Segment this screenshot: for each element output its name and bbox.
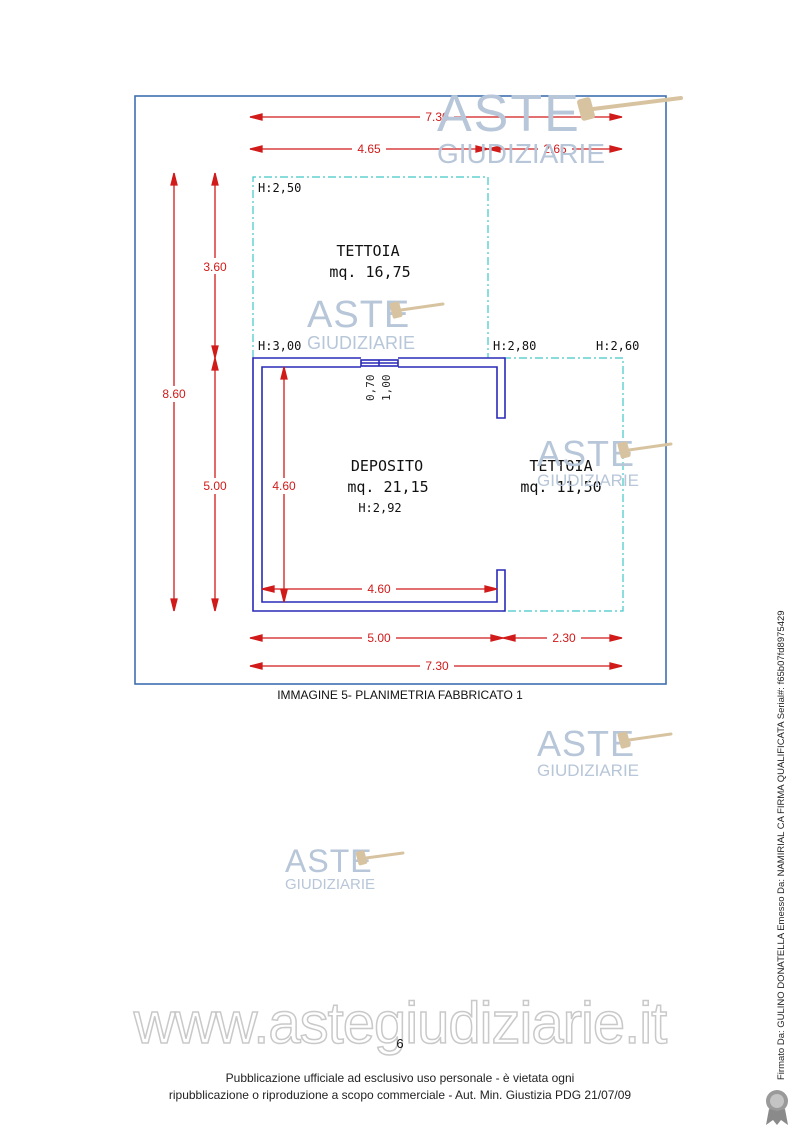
dim-bottom-left: 5.00 — [367, 631, 391, 645]
room-deposito-height: H:2,92 — [358, 501, 401, 515]
page-number: 6 — [396, 1036, 404, 1051]
dim-top-total: 7.30 — [425, 110, 449, 124]
tettoia-right-outline — [503, 357, 624, 612]
room-deposito-name: DEPOSITO — [351, 457, 423, 475]
gavel-icon — [389, 301, 445, 319]
watermark-logo: ASTE GIUDIZIARIE — [537, 436, 673, 489]
dim-top-right: 2.65 — [543, 142, 567, 156]
footer-notice: Pubblicazione ufficiale ad esclusivo uso… — [0, 1070, 800, 1104]
height-label-4: H:2,60 — [596, 339, 639, 353]
watermark-logo: ASTE GIUDIZIARIE — [537, 726, 673, 779]
floor-plan: 7.30 4.65 2.65 3.60 8.60 5.00 4.60 4.60 … — [134, 95, 667, 685]
gavel-icon — [617, 441, 673, 459]
dim-upper-height: 3.60 — [203, 260, 227, 274]
dim-window-a: 0,70 — [364, 375, 377, 402]
room-tettoia-top-area: mq. 16,75 — [329, 263, 410, 281]
dim-lower-height: 5.00 — [203, 479, 227, 493]
dimension-lines — [170, 113, 623, 670]
watermark-logo: ASTE GIUDIZIARIE — [307, 296, 445, 352]
dim-total-height: 8.60 — [162, 387, 186, 401]
dim-inner-height: 4.60 — [272, 479, 296, 493]
height-label-1: H:2,50 — [258, 181, 301, 195]
plan-frame — [134, 95, 667, 685]
footer-line-1: Pubblicazione ufficiale ad esclusivo uso… — [225, 1071, 575, 1085]
gavel-icon — [577, 96, 683, 121]
deposito-walls — [252, 357, 506, 612]
dim-window-b: 1,00 — [380, 375, 393, 402]
gavel-icon — [617, 731, 673, 749]
watermark-url: www.astegiudiziarie.it — [133, 990, 668, 1057]
dim-bottom-right: 2.30 — [552, 631, 576, 645]
dim-top-left: 4.65 — [357, 142, 381, 156]
seal-icon — [766, 1090, 788, 1125]
signature-text: Firmato Da: GULINO DONATELLA Emesso Da: … — [776, 610, 787, 1080]
watermark-logo: ASTE GIUDIZIARIE — [437, 88, 683, 168]
gavel-icon — [355, 850, 405, 866]
dim-inner-width: 4.60 — [367, 582, 391, 596]
room-tettoia-right-name: TETTOIA — [529, 457, 592, 475]
height-label-2: H:3,00 — [258, 339, 301, 353]
watermark-logo: ASTE GIUDIZIARIE — [285, 845, 405, 892]
room-deposito-area: mq. 21,15 — [347, 478, 428, 496]
dim-bottom-total: 7.30 — [425, 659, 449, 673]
room-tettoia-right-area: mq. 11,50 — [520, 478, 601, 496]
footer-line-2: ripubblicazione o riproduzione a scopo c… — [168, 1088, 632, 1102]
height-label-3: H:2,80 — [493, 339, 536, 353]
room-tettoia-top-name: TETTOIA — [336, 242, 399, 260]
figure-caption: IMMAGINE 5- PLANIMETRIA FABBRICATO 1 — [277, 688, 523, 702]
